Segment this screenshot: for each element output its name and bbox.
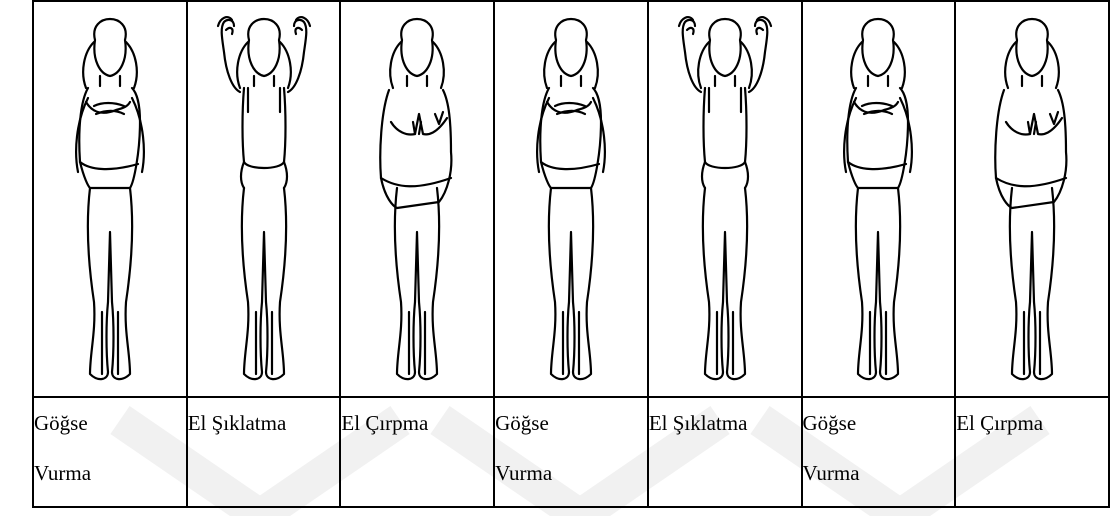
pose-figure: [50, 2, 170, 392]
label-cell-1: Göğse Vurma: [33, 397, 187, 507]
gesture-label: El Şıklatma: [188, 398, 340, 448]
label-cell-2: El Şıklatma: [187, 397, 341, 507]
figure-cell-7: [955, 1, 1109, 397]
pose-figure: [357, 2, 477, 392]
figure-row: [33, 1, 1109, 397]
pose-figure: [972, 2, 1092, 392]
pose-figure: [511, 2, 631, 392]
figure-cell-4: [494, 1, 648, 397]
label-row: Göğse Vurma El Şıklatma El Çırpma Göğse …: [33, 397, 1109, 507]
pose-figure: [204, 2, 324, 392]
figure-cell-2: [187, 1, 341, 397]
gesture-label: El Şıklatma: [649, 398, 801, 448]
gesture-label: El Çırpma: [341, 398, 493, 448]
label-cell-4: Göğse Vurma: [494, 397, 648, 507]
gesture-label: El Çırpma: [956, 398, 1108, 448]
figure-cell-6: [802, 1, 956, 397]
figure-cell-5: [648, 1, 802, 397]
pose-figure: [818, 2, 938, 392]
figure-cell-1: [33, 1, 187, 397]
label-cell-3: El Çırpma: [340, 397, 494, 507]
label-cell-5: El Şıklatma: [648, 397, 802, 507]
gesture-label: Göğse Vurma: [34, 398, 186, 498]
gesture-table: Göğse Vurma El Şıklatma El Çırpma Göğse …: [32, 0, 1110, 508]
label-cell-6: Göğse Vurma: [802, 397, 956, 507]
label-cell-7: El Çırpma: [955, 397, 1109, 507]
pose-figure: [665, 2, 785, 392]
figure-cell-3: [340, 1, 494, 397]
gesture-label: Göğse Vurma: [803, 398, 955, 498]
gesture-label: Göğse Vurma: [495, 398, 647, 498]
